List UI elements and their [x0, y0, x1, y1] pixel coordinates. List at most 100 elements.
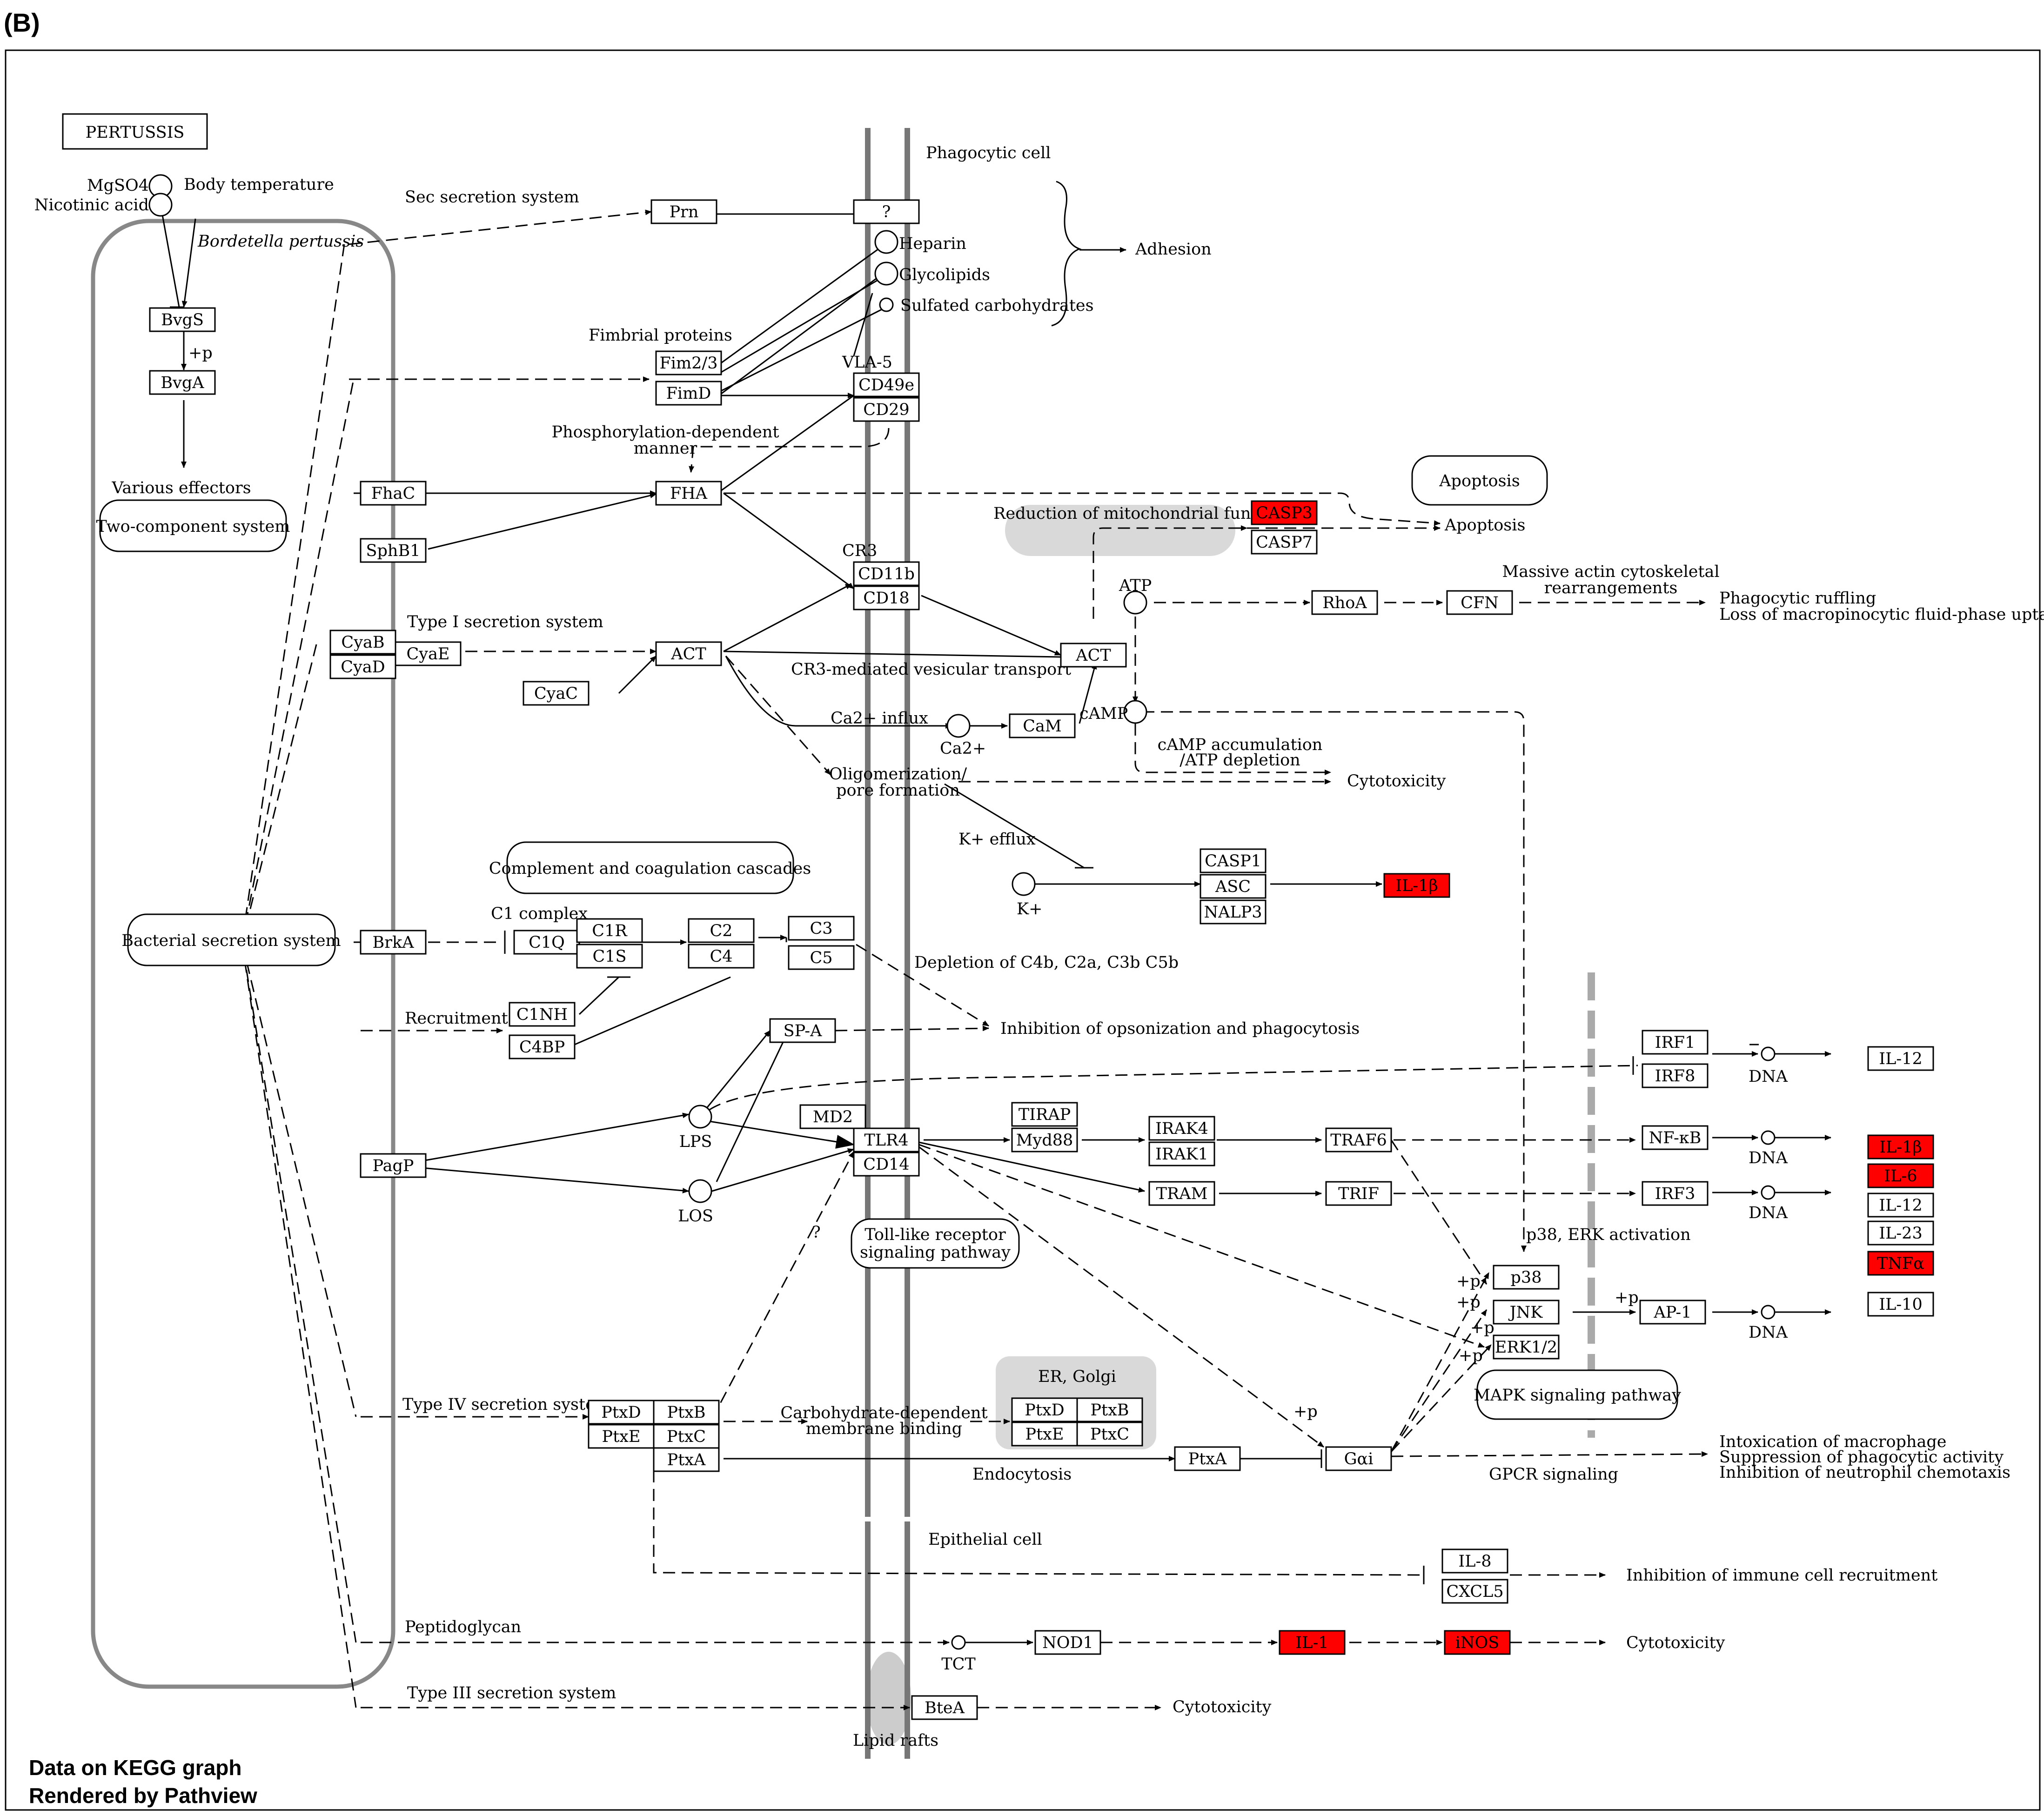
gene-ptxc2[interactable]: PtxC — [1076, 1421, 1143, 1447]
gene-act1[interactable]: ACT — [655, 641, 722, 666]
gene-irak1[interactable]: IRAK1 — [1148, 1141, 1215, 1166]
gene-il12b[interactable]: IL-12 — [1867, 1193, 1934, 1218]
gene-btea[interactable]: BteA — [911, 1695, 978, 1720]
gene-cyab[interactable]: CyaB — [329, 630, 396, 655]
gene-cfn[interactable]: CFN — [1446, 590, 1513, 615]
gene-label-irak4: IRAK4 — [1155, 1119, 1208, 1138]
gene-c2[interactable]: C2 — [688, 918, 755, 943]
gene-box-nod1 — [1034, 1630, 1101, 1655]
gene-il1b_b[interactable]: IL-1β — [1867, 1134, 1934, 1159]
gene-brka[interactable]: BrkA — [360, 930, 427, 955]
gene-cyac[interactable]: CyaC — [523, 681, 590, 706]
gene-irak4[interactable]: IRAK4 — [1148, 1116, 1215, 1141]
gene-il1b_a[interactable]: IL-1β — [1383, 873, 1450, 898]
gene-irf3[interactable]: IRF3 — [1642, 1181, 1709, 1206]
gene-md2[interactable]: MD2 — [799, 1104, 866, 1129]
gene-nfkb[interactable]: NF-κB — [1642, 1125, 1709, 1150]
gene-cd14[interactable]: CD14 — [853, 1152, 920, 1177]
gene-ptxd1[interactable]: PtxD — [588, 1400, 655, 1425]
gene-ptxb1[interactable]: PtxB — [653, 1400, 720, 1425]
gene-ptxe2[interactable]: PtxE — [1011, 1421, 1078, 1447]
gene-ptxa2[interactable]: PtxA — [1174, 1446, 1241, 1471]
gene-fhac[interactable]: FhaC — [360, 481, 427, 506]
gene-box-c4bp — [509, 1034, 576, 1059]
gene-casp3[interactable]: CASP3 — [1251, 500, 1318, 525]
gene-cd29[interactable]: CD29 — [853, 397, 920, 422]
gene-pagp[interactable]: PagP — [360, 1153, 427, 1178]
gene-ptxc1[interactable]: PtxC — [653, 1424, 720, 1449]
gene-rhoa[interactable]: RhoA — [1311, 590, 1378, 615]
gene-bvgs[interactable]: BvgS — [149, 307, 216, 332]
label-phagocytic-cell: Phagocytic cell — [926, 144, 1051, 162]
gene-act2[interactable]: ACT — [1060, 643, 1127, 668]
apoptosis-pathway-label: Apoptosis — [1439, 472, 1520, 490]
gene-cd18[interactable]: CD18 — [853, 585, 920, 610]
gene-q[interactable]: ? — [853, 199, 920, 224]
gene-c4[interactable]: C4 — [688, 944, 755, 969]
apoptosis-pathway-link[interactable]: Apoptosis — [1411, 455, 1548, 506]
gene-trif[interactable]: TRIF — [1325, 1181, 1392, 1206]
gene-label-ptxa2: PtxA — [1188, 1450, 1227, 1468]
gene-p38[interactable]: p38 — [1493, 1265, 1560, 1290]
gene-bvga[interactable]: BvgA — [149, 370, 216, 395]
complement-cascade-link[interactable]: Complement and coagulation cascades — [489, 841, 811, 894]
gene-label-ptxd1: PtxD — [601, 1403, 641, 1422]
two-component-system-link[interactable]: Two-component system — [96, 499, 290, 552]
gene-ap1[interactable]: AP-1 — [1639, 1300, 1706, 1325]
gene-irf8[interactable]: IRF8 — [1642, 1063, 1709, 1088]
toll-like-receptor-pathway-link[interactable]: Toll-like receptor signaling pathway — [851, 1218, 1020, 1269]
gene-label-irf8: IRF8 — [1655, 1067, 1696, 1086]
gene-fim23[interactable]: Fim2/3 — [655, 350, 722, 375]
gene-cd11b[interactable]: CD11b — [853, 561, 920, 586]
gene-tram[interactable]: TRAM — [1148, 1181, 1215, 1206]
gene-erk[interactable]: ERK1/2 — [1493, 1334, 1560, 1360]
gene-c1r[interactable]: C1R — [576, 918, 643, 943]
gene-cd49e[interactable]: CD49e — [853, 372, 920, 397]
gene-il23[interactable]: IL-23 — [1867, 1220, 1934, 1246]
gene-cyae[interactable]: CyaE — [395, 641, 462, 666]
gene-fimd[interactable]: FimD — [655, 381, 722, 406]
gene-cam[interactable]: CaM — [1009, 713, 1076, 738]
gene-spa[interactable]: SP-A — [769, 1018, 836, 1043]
gene-nod1[interactable]: NOD1 — [1034, 1630, 1101, 1655]
gene-casp1[interactable]: CASP1 — [1200, 848, 1267, 873]
gene-nalp3[interactable]: NALP3 — [1200, 899, 1267, 925]
gene-irf1[interactable]: IRF1 — [1642, 1030, 1709, 1055]
mapk-pathway-link[interactable]: MAPK signaling pathway — [1474, 1369, 1681, 1420]
gene-asc[interactable]: ASC — [1200, 874, 1267, 899]
gene-traf6[interactable]: TRAF6 — [1325, 1127, 1392, 1153]
gene-inos[interactable]: iNOS — [1444, 1630, 1511, 1655]
gene-ptxd2[interactable]: PtxD — [1011, 1397, 1078, 1422]
gene-label-c5: C5 — [810, 949, 832, 967]
gene-tnfa[interactable]: TNFα — [1867, 1251, 1934, 1276]
gene-c5[interactable]: C5 — [788, 945, 855, 970]
gene-casp7[interactable]: CASP7 — [1251, 529, 1318, 555]
gene-c1q[interactable]: C1Q — [513, 930, 580, 955]
bacterial-secretion-system-link[interactable]: Bacterial secretion system — [121, 913, 341, 966]
gene-il12a[interactable]: IL-12 — [1867, 1046, 1934, 1071]
gene-prn[interactable]: Prn — [650, 199, 717, 224]
gene-box-il1b_a — [1383, 873, 1450, 898]
gene-c1nh[interactable]: C1NH — [509, 1002, 576, 1027]
gene-c1s[interactable]: C1S — [576, 944, 643, 969]
gene-box-nfkb — [1642, 1125, 1709, 1150]
gene-gai[interactable]: Gαi — [1325, 1446, 1392, 1471]
gene-tlr4[interactable]: TLR4 — [853, 1127, 920, 1153]
gene-sphb1[interactable]: SphB1 — [360, 538, 427, 563]
gene-il1[interactable]: IL-1 — [1279, 1630, 1346, 1655]
gene-tirap[interactable]: TIRAP — [1011, 1102, 1078, 1127]
gene-cyad[interactable]: CyaD — [329, 654, 396, 679]
gene-il6[interactable]: IL-6 — [1867, 1163, 1934, 1188]
gene-ptxe1[interactable]: PtxE — [588, 1424, 655, 1449]
gene-c4bp[interactable]: C4BP — [509, 1034, 576, 1059]
gene-c3[interactable]: C3 — [788, 916, 855, 941]
gene-myd88[interactable]: Myd88 — [1011, 1127, 1078, 1153]
gene-jnk[interactable]: JNK — [1493, 1300, 1560, 1325]
gene-cxcl5[interactable]: CXCL5 — [1441, 1579, 1508, 1604]
gene-ptxb2[interactable]: PtxB — [1076, 1397, 1143, 1422]
label-phospho-dep-line2: manner — [634, 439, 697, 458]
gene-fha[interactable]: FHA — [655, 481, 722, 506]
gene-ptxa1[interactable]: PtxA — [653, 1447, 720, 1472]
gene-il8[interactable]: IL-8 — [1441, 1548, 1508, 1574]
gene-il10[interactable]: IL-10 — [1867, 1292, 1934, 1317]
